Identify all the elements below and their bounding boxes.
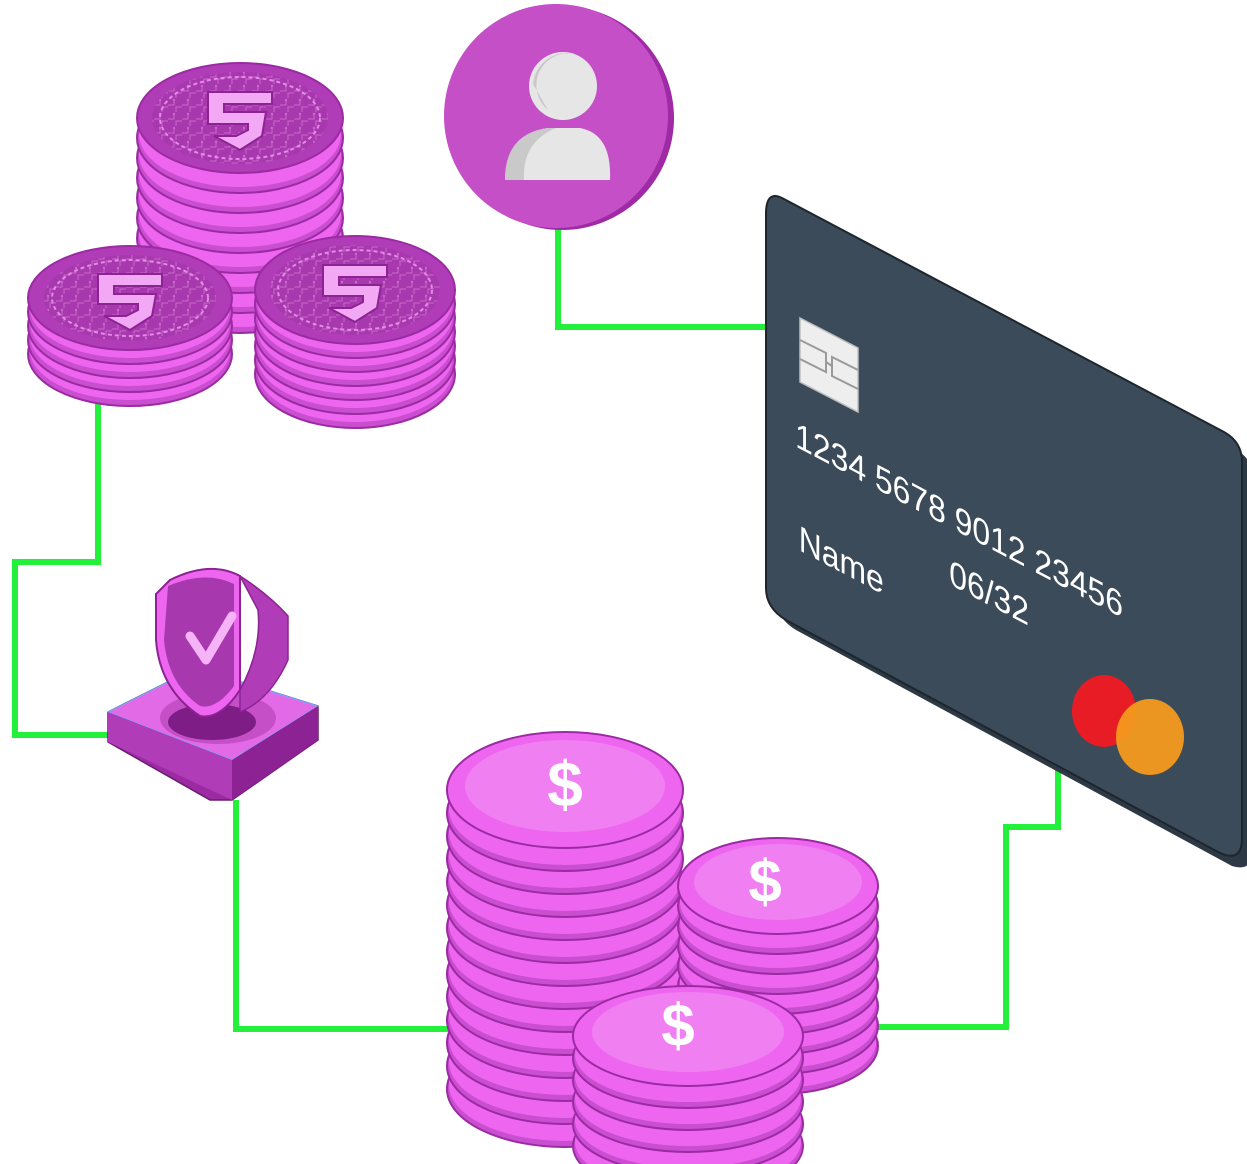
shield-check-icon [106,567,320,801]
connector-shield-to-dollars [233,800,450,1032]
mastercard-logo-icon [1072,675,1184,775]
token-coin-stacks [27,62,456,429]
connector-user-to-card [555,228,770,330]
token-stack-left [27,245,233,407]
dollar-coin-icon: $ [572,985,804,1087]
s-token-coin-icon [27,245,233,351]
token-stack-right [254,235,456,429]
credit-card-icon: 1234 5678 9012 23456 Name 06/32 [765,195,1247,868]
connector-tokens-to-shield [12,392,110,738]
connector-lines [12,228,1061,1032]
svg-text:$: $ [661,992,694,1059]
svg-text:$: $ [748,848,781,915]
svg-text:$: $ [547,748,583,820]
user-avatar-icon [444,4,674,230]
dollar-coin-icon: $ [446,731,684,849]
connector-dollars-to-card [878,770,1061,1030]
dollar-stack-front: $ [572,985,804,1164]
dollar-coin-stacks: $ $ $ [446,731,879,1164]
s-token-coin-icon [136,62,344,174]
dollar-coin-icon: $ [677,837,879,935]
s-token-coin-icon [254,235,456,345]
emv-chip-icon [799,316,859,414]
